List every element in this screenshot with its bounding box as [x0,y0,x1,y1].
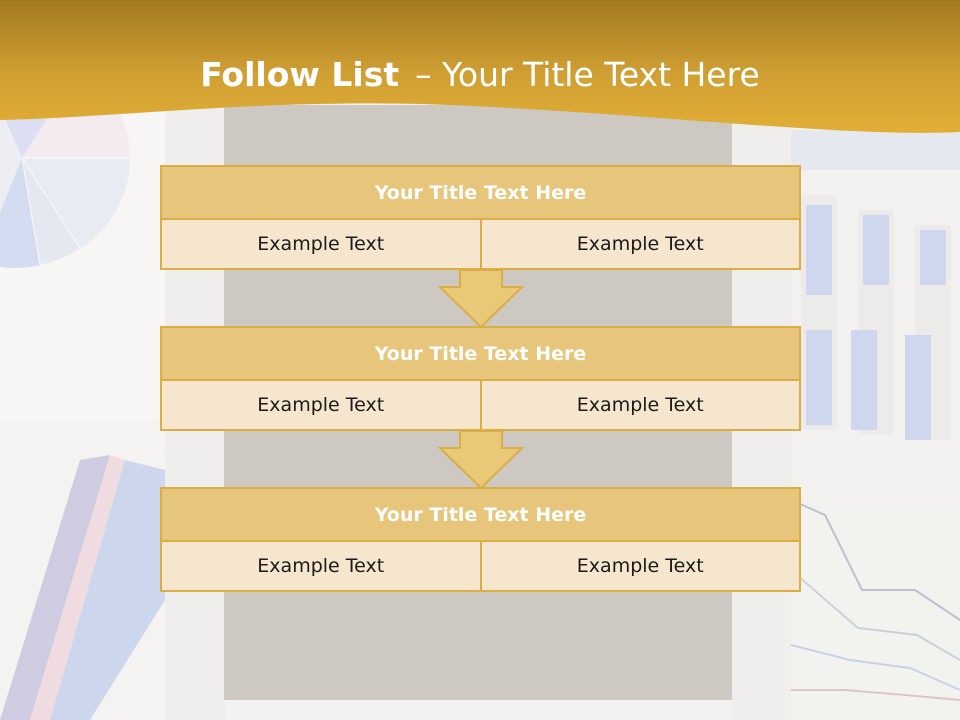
step-cells: Example Text Example Text [160,542,801,592]
step-cell-right: Example Text [479,381,800,429]
step-cells: Example Text Example Text [160,381,801,431]
step-block-2: Your Title Text Here Example Text Exampl… [160,326,801,431]
slide-title-subtitle: – Your Title Text Here [415,55,760,94]
area-chart-icon [0,420,165,720]
step-title: Your Title Text Here [160,487,801,542]
down-arrow-icon [438,270,524,328]
step-title: Your Title Text Here [160,326,801,381]
step-cell-right: Example Text [479,220,800,268]
bar-chart-icon [791,100,960,720]
step-cell-left: Example Text [257,233,385,255]
slide-title: Follow List – Your Title Text Here [0,52,960,98]
step-cell-right: Example Text [479,542,800,590]
step-block-3: Your Title Text Here Example Text Exampl… [160,487,801,592]
step-cells: Example Text Example Text [160,220,801,270]
line-chart-icon [790,499,960,701]
down-arrow-icon [438,431,524,489]
slide-title-main: Follow List [200,55,400,94]
header-banner [0,0,960,133]
step-title: Your Title Text Here [160,165,801,220]
step-block-1: Your Title Text Here Example Text Exampl… [160,165,801,270]
step-cell-left: Example Text [257,394,385,416]
step-cell-left: Example Text [257,555,385,577]
